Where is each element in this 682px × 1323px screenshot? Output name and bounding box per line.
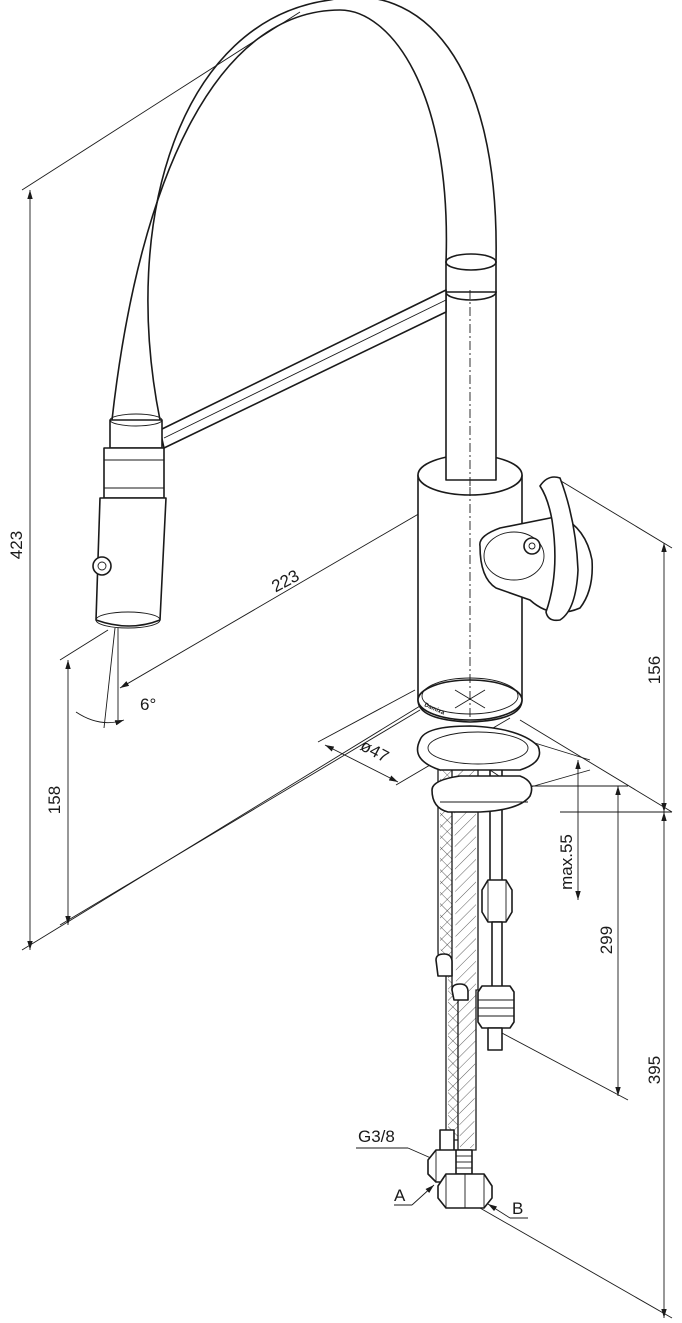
lever-handle [479, 476, 594, 622]
supply-hoses [427, 749, 493, 1209]
label-connection-thread: G3/8 [358, 1127, 395, 1146]
flexible-spout-hose [111, 0, 497, 449]
label-reach: 223 [268, 566, 302, 596]
hose-end-fitting-b [437, 1149, 493, 1209]
dimension-lines [21, 11, 673, 1319]
label-hose-length: 395 [645, 1056, 664, 1084]
label-fixing-length: 299 [597, 926, 616, 954]
dimension-labels: 423 223 6° 158 156 ø47 max.55 299 395 G3… [7, 531, 664, 1218]
spout-column [445, 253, 497, 490]
spray-head [92, 413, 167, 629]
label-base-diameter: ø47 [357, 736, 392, 767]
label-hose-b: B [512, 1199, 523, 1218]
label-max-counter-thickness: max.55 [557, 834, 576, 890]
mounting-plates [416, 725, 541, 813]
label-spray-angle: 6° [140, 695, 156, 714]
label-body-height: 156 [645, 656, 664, 684]
label-outlet-height: 158 [45, 786, 64, 814]
label-overall-height: 423 [7, 531, 26, 559]
label-hose-a: A [394, 1186, 406, 1205]
